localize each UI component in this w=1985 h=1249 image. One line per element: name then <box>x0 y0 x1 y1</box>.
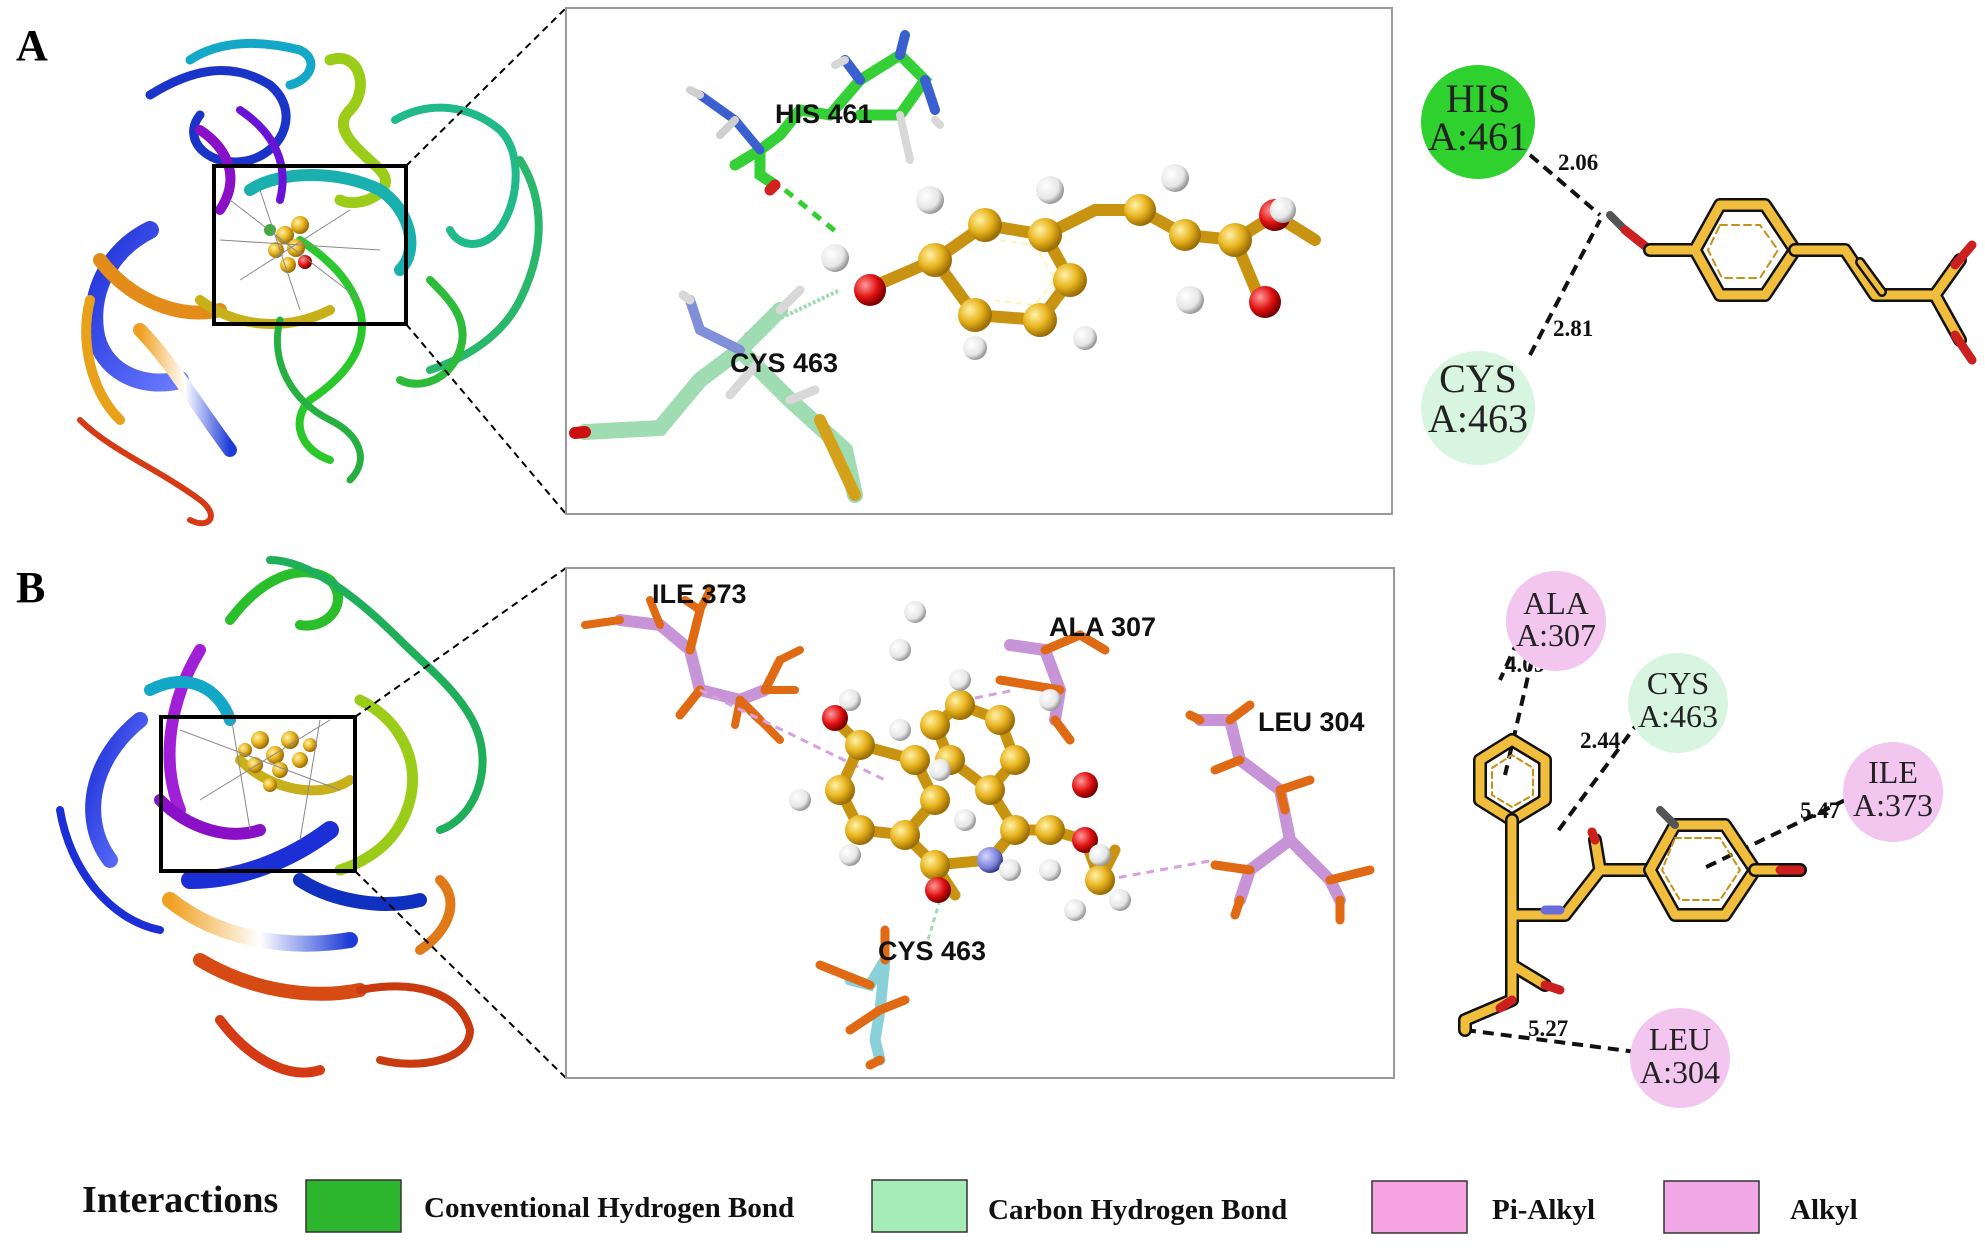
interaction-line-cys463 <box>1528 219 1602 356</box>
node-his461-chain: A:461 <box>1428 114 1528 159</box>
legend-label-carbon: Carbon Hydrogen Bond <box>988 1194 1287 1226</box>
node-ala307-chain: A:307 <box>1516 617 1596 653</box>
binding-site-ligand-b <box>179 709 341 841</box>
label-cys463-3d: CYS 463 <box>730 348 838 378</box>
node-leu304-name: LEU <box>1649 1021 1711 1057</box>
node-ile373-name: ILE <box>1868 754 1918 790</box>
legend-label-alkyl: Alkyl <box>1790 1194 1858 1226</box>
distance-cys463-b: 2.44 <box>1580 728 1621 753</box>
node-cys463-a-chain: A:463 <box>1428 396 1528 441</box>
leu304-sticks <box>1185 700 1375 925</box>
node-his461-name: HIS <box>1446 76 1510 121</box>
binding-site-box-b <box>159 715 357 873</box>
distance-cys463: 2.81 <box>1553 316 1593 341</box>
panel-b: B <box>16 556 1943 1108</box>
zoom-line-bottom-b <box>354 870 567 1079</box>
label-ile373-3d: ILE 373 <box>652 579 747 609</box>
ile373-sticks <box>581 586 804 744</box>
legend-label-pi-alkyl: Pi-Alkyl <box>1492 1194 1595 1226</box>
interaction-line-leu304 <box>1464 1028 1661 1057</box>
cys463-sticks-b <box>815 925 910 1070</box>
ligand-ball-stick-b <box>789 601 1131 921</box>
legend-swatch-alkyl <box>1663 1180 1760 1234</box>
node-ile373-chain: A:373 <box>1853 787 1933 823</box>
protein-ribbon-a <box>77 39 543 527</box>
ligand-ball-stick-a <box>821 164 1321 360</box>
protein-ribbon-b <box>56 556 487 1078</box>
interaction-2d-b: 4.09 2.44 5.47 5.27 <box>1458 571 1943 1108</box>
node-his461: HIS A:461 <box>1421 65 1535 179</box>
node-cys463-b: CYS A:463 <box>1628 653 1728 753</box>
node-cys463-a: CYS A:463 <box>1421 351 1535 465</box>
pi-alkyl-dash-ala307 <box>974 688 1016 700</box>
node-ala307: ALA A:307 <box>1506 571 1606 671</box>
panel-b-letter: B <box>16 563 45 612</box>
interaction-line-ile373 <box>1699 790 1863 872</box>
legend-swatch-conventional <box>305 1179 402 1233</box>
node-leu304-chain: A:304 <box>1640 1054 1720 1090</box>
ligand-2d-b <box>1458 733 1807 1037</box>
binding-site-ligand-a <box>219 189 381 311</box>
interaction-line-his461 <box>1528 153 1602 217</box>
label-ala307-3d: ALA 307 <box>1049 612 1156 642</box>
distance-ile373: 5.47 <box>1800 798 1840 823</box>
legend-swatch-pi-alkyl <box>1371 1180 1468 1234</box>
label-cys463-3d-b: CYS 463 <box>878 936 986 966</box>
node-cys463-a-name: CYS <box>1439 356 1517 401</box>
legend-title: Interactions <box>82 1179 278 1221</box>
legend-label-conventional: Conventional Hydrogen Bond <box>424 1192 794 1224</box>
interaction-line-cys463-b <box>1553 718 1642 837</box>
chbond-dash-cys463-b <box>926 899 942 941</box>
hbond-dash-his461 <box>783 188 842 237</box>
alkyl-dash-leu304 <box>1104 858 1216 882</box>
interaction-2d-a: 2.06 2.81 HIS A:461 <box>1421 65 1977 465</box>
node-ile373: ILE A:373 <box>1843 742 1943 842</box>
panel-a: A <box>16 7 1977 527</box>
panel-a-letter: A <box>16 21 48 70</box>
node-leu304: LEU A:304 <box>1630 1008 1730 1108</box>
chbond-dash-cys463 <box>744 288 841 337</box>
zoom-line-top-b <box>354 567 567 718</box>
distance-his461: 2.06 <box>1558 150 1598 175</box>
node-ala307-name: ALA <box>1523 585 1589 621</box>
label-leu304-3d: LEU 304 <box>1258 707 1365 737</box>
node-cys463-b-name: CYS <box>1647 665 1709 701</box>
label-his461-3d: HIS 461 <box>775 99 873 129</box>
binding-site-box-a <box>212 164 408 326</box>
his461-sticks <box>686 30 944 196</box>
zoom-line-bottom-a <box>405 323 567 515</box>
legend-swatch-carbon <box>871 1179 968 1233</box>
ligand-2d-a <box>1606 198 1977 365</box>
zoom-view-a: HIS 461 CYS 463 <box>565 7 1393 515</box>
cys463-sticks <box>569 285 863 503</box>
zoom-line-top-a <box>405 7 567 167</box>
legend: Interactions Conventional Hydrogen Bond … <box>82 1179 1858 1234</box>
zoom-view-b: ILE 373 ALA 307 LEU 304 CYS 463 <box>565 567 1395 1079</box>
distance-leu304: 5.27 <box>1528 1016 1568 1041</box>
node-cys463-b-chain: A:463 <box>1638 698 1718 734</box>
